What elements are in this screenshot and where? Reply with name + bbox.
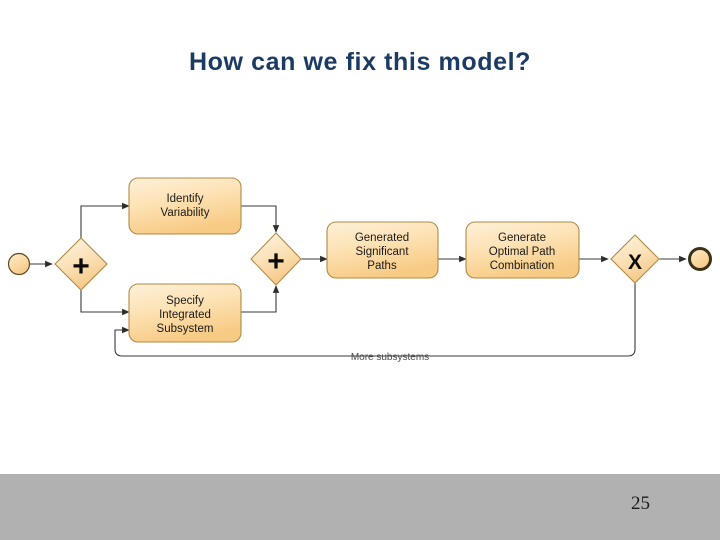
- task-identify-variability-label-line2: Variability: [161, 207, 210, 219]
- task-specify-integrated-subsystem-shape[interactable]: [128, 283, 242, 343]
- task-generated-significant-paths-shape[interactable]: [326, 221, 439, 279]
- page-title: How can we fix this model?: [188, 48, 532, 76]
- gateway-parallel-merge-shape[interactable]: [250, 232, 302, 286]
- edge-loop-more-subsystems: [351, 283, 636, 357]
- task-specify-integrated-subsystem[interactable]: Specify Integrated Subsystem: [128, 283, 242, 343]
- event-end[interactable]: [688, 247, 712, 271]
- event-end-shape[interactable]: [688, 247, 712, 271]
- event-start[interactable]: [7, 252, 31, 276]
- task-generate-optimal-path-combination-label-line1: Generate: [498, 232, 546, 244]
- gateway-exclusive[interactable]: X: [610, 234, 660, 284]
- plus-icon: +: [72, 250, 90, 283]
- task-generate-optimal-path-combination-label-line3: Combination: [490, 260, 555, 272]
- task-generated-significant-paths-label-line1: Generated: [355, 232, 409, 244]
- footer-band: [0, 474, 720, 540]
- task-generated-significant-paths[interactable]: Generated Significant Paths: [326, 221, 439, 279]
- edge-split-to-identify: [80, 202, 130, 238]
- connector-layer: [30, 202, 687, 357]
- task-generate-optimal-path-combination-shape[interactable]: [465, 221, 580, 279]
- edge-loop-more-subsystems-left: [114, 326, 429, 357]
- plus-icon: +: [267, 245, 285, 278]
- edge-specify-to-merge: [241, 285, 280, 313]
- loop-label-more-subsystems: More subsystems: [351, 352, 429, 363]
- task-identify-variability-shape[interactable]: [128, 177, 242, 235]
- edge-split-to-specify: [80, 290, 130, 316]
- process-flow-diagram: Identify Variability Specify Integrated …: [0, 140, 720, 380]
- task-generated-significant-paths-label-line3: Paths: [367, 260, 397, 272]
- task-generated-significant-paths-label-line2: Significant: [355, 246, 409, 258]
- task-generate-optimal-path-combination[interactable]: Generate Optimal Path Combination: [465, 221, 580, 279]
- task-identify-variability-label-line1: Identify: [166, 193, 203, 205]
- task-generate-optimal-path-combination-label-line2: Optimal Path: [489, 246, 555, 258]
- gateway-exclusive-shape[interactable]: [610, 234, 660, 284]
- task-specify-integrated-subsystem-label-line3: Subsystem: [157, 323, 214, 335]
- edge-identify-to-merge: [241, 205, 280, 233]
- x-icon: X: [628, 251, 642, 274]
- task-specify-integrated-subsystem-label-line2: Integrated: [159, 309, 211, 321]
- gateway-parallel-split[interactable]: +: [54, 237, 108, 291]
- page-number: 25: [631, 493, 650, 514]
- gateway-parallel-split-shape[interactable]: [54, 237, 108, 291]
- task-specify-integrated-subsystem-label-line1: Specify: [166, 295, 204, 307]
- gateway-parallel-merge[interactable]: +: [250, 232, 302, 286]
- task-identify-variability[interactable]: Identify Variability: [128, 177, 242, 235]
- event-start-shape[interactable]: [7, 252, 31, 276]
